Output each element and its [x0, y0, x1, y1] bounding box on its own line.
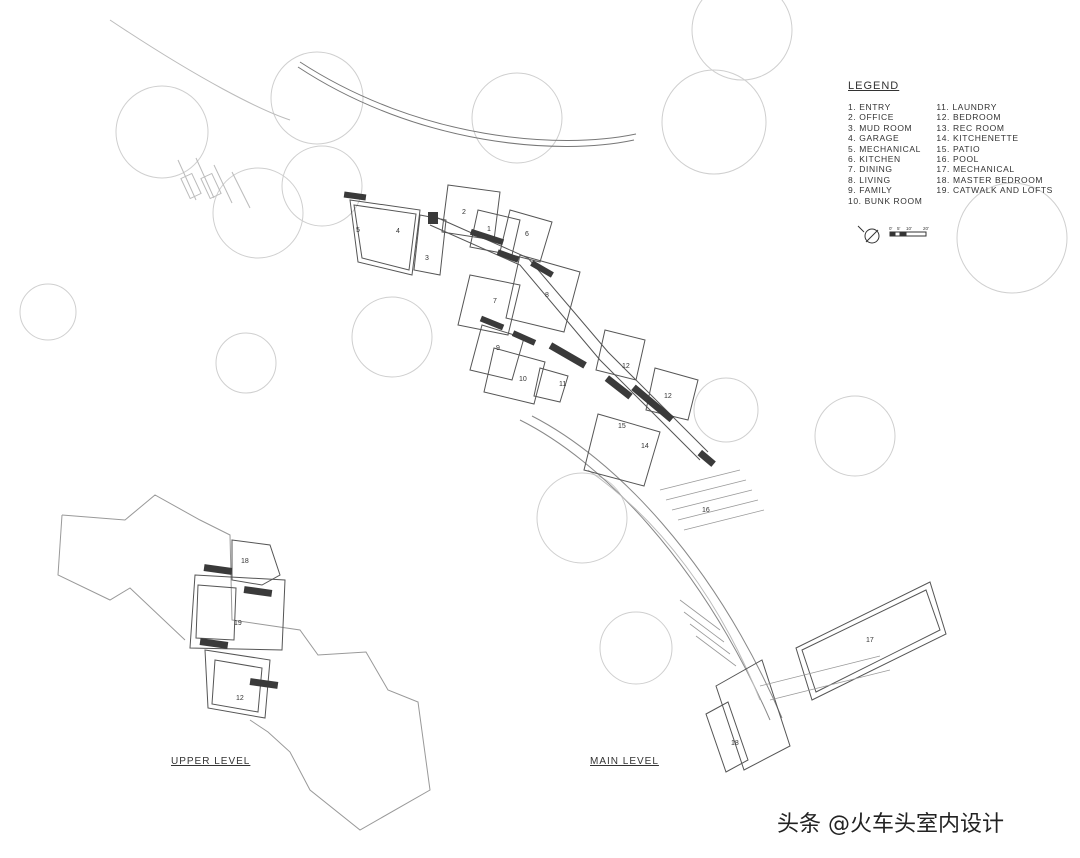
- upper-level-plan: [57, 494, 431, 831]
- pool-deck: [659, 469, 891, 701]
- room-number: 15: [618, 423, 626, 430]
- legend-item: 18. MASTER BEDROOM: [936, 174, 1044, 185]
- room-number: 8: [545, 292, 549, 299]
- legend-item: 17. MECHANICAL: [936, 164, 1015, 175]
- room-number: 14: [641, 443, 649, 450]
- legend-item: 14. KITCHENETTE: [936, 133, 1019, 144]
- room-number: 12: [622, 363, 630, 370]
- legend-title: LEGEND: [848, 80, 900, 92]
- scale-tick-20: 20': [923, 226, 929, 231]
- legend-columns: 1. ENTRY 2. OFFICE 3. MUD ROOM 4. GARAGE…: [848, 102, 1053, 206]
- site-trees: [19, 0, 1068, 685]
- scale-tick-10: 10': [906, 226, 912, 231]
- legend-item: 9. FAMILY: [848, 185, 893, 196]
- scale-tick-5: 5': [897, 226, 901, 231]
- room-number: 12: [664, 393, 672, 400]
- room-number: 2: [462, 209, 466, 216]
- legend-column-2: 11. LAUNDRY 12. BEDROOM 13. REC ROOM 14.…: [936, 102, 1053, 206]
- legend-item: 10. BUNK ROOM: [848, 195, 923, 206]
- site-arc: [519, 415, 783, 721]
- main-level-plan: [349, 184, 791, 773]
- upper-level-label: UPPER LEVEL: [171, 756, 251, 767]
- legend-column-1: 1. ENTRY 2. OFFICE 3. MUD ROOM 4. GARAGE…: [848, 102, 922, 206]
- north-arrow-icon: [857, 225, 880, 244]
- room-number: 9: [496, 345, 500, 352]
- legend-item: 13. REC ROOM: [936, 122, 1005, 133]
- scale-tick-0: 0': [889, 226, 893, 231]
- room-number: 16: [702, 507, 710, 514]
- legend-item: 1. ENTRY: [848, 102, 891, 112]
- room-number: 19: [234, 620, 242, 627]
- upper-level-walls: [199, 564, 279, 689]
- legend-item: 4. GARAGE: [848, 133, 900, 144]
- room-number: 10: [519, 376, 527, 383]
- parking: [177, 157, 251, 209]
- room-number: 11: [559, 381, 566, 388]
- legend-item: 12. BEDROOM: [936, 112, 1002, 123]
- main-level-label: MAIN LEVEL: [590, 756, 659, 767]
- room-number: 3: [425, 255, 429, 262]
- scale-bar: [889, 231, 927, 237]
- legend-item: 2. OFFICE: [848, 112, 895, 123]
- pool: [795, 581, 947, 701]
- legend-item: 6. KITCHEN: [848, 154, 901, 165]
- main-level-walls: [343, 191, 716, 467]
- room-number: 7: [493, 298, 497, 305]
- room-number: 18: [241, 558, 249, 565]
- room-number: 18: [731, 740, 739, 747]
- room-number: 6: [525, 231, 529, 238]
- legend-item: 16. POOL: [936, 154, 980, 165]
- legend-item: 19. CATWALK AND LOFTS: [936, 185, 1053, 196]
- site-path: [109, 19, 637, 147]
- room-number: 5: [356, 227, 360, 234]
- legend-item: 11. LAUNDRY: [936, 102, 998, 112]
- legend-item: 15. PATIO: [936, 143, 981, 154]
- room-number: 1: [487, 226, 491, 233]
- room-number: 4: [396, 228, 400, 235]
- room-number: 17: [866, 637, 874, 644]
- legend-item: 3. MUD ROOM: [848, 122, 913, 133]
- watermark: 头条 @火车头室内设计: [777, 812, 1004, 837]
- room-number: 12: [236, 695, 244, 702]
- legend-item: 5. MECHANICAL: [848, 143, 921, 154]
- legend-item: 7. DINING: [848, 164, 893, 175]
- legend-item: 8. LIVING: [848, 174, 891, 185]
- legend: LEGEND 1. ENTRY 2. OFFICE 3. MUD ROOM 4.…: [848, 80, 1053, 206]
